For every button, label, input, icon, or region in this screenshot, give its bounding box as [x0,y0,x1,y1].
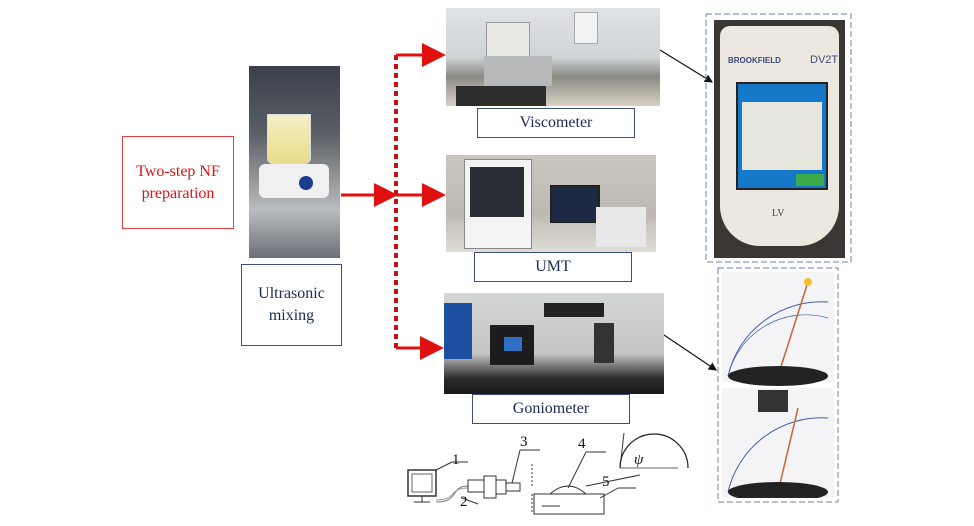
zoom-line-viscometer [659,49,714,83]
viscometer-display-photo: BROOKFIELD DV2T LV [714,20,845,258]
goniometer-photo [444,293,664,394]
protractor-photos [722,272,834,498]
zoom-line-goniometer [663,334,717,371]
ultrasonic-mixer-photo [249,66,340,258]
umt-photo [446,155,656,252]
part-label-2: 2 [460,494,468,510]
viscometer-inset-frame [705,13,852,263]
viscometer-photo [446,8,660,106]
part-label-4: 4 [578,436,586,452]
viscometer-label-box: Viscometer [477,108,635,138]
goniometer-label-box: Goniometer [472,394,630,424]
part-label-3: 3 [520,434,528,450]
part-label-1: 1 [452,452,460,468]
spindle-label: LV [772,208,785,219]
part-label-5: 5 [602,474,610,490]
contact-angle-symbol: ψ [634,452,644,468]
mixing-box: Ultrasonic mixing [241,264,342,346]
display-screen [736,82,828,190]
brand-logo: BROOKFIELD [728,56,781,65]
mixing-label: Ultrasonic mixing [258,284,325,324]
umt-label: UMT [535,258,571,275]
model-logo: DV2T [810,54,839,66]
goniometer-label: Goniometer [512,400,590,417]
prep-label: Two-step NF preparation [136,162,220,202]
goniometer-inset-frame [717,267,839,503]
umt-label-box: UMT [474,252,632,282]
prep-box: Two-step NF preparation [122,136,234,229]
goniometer-schematic [407,432,689,515]
viscometer-label: Viscometer [519,114,593,131]
